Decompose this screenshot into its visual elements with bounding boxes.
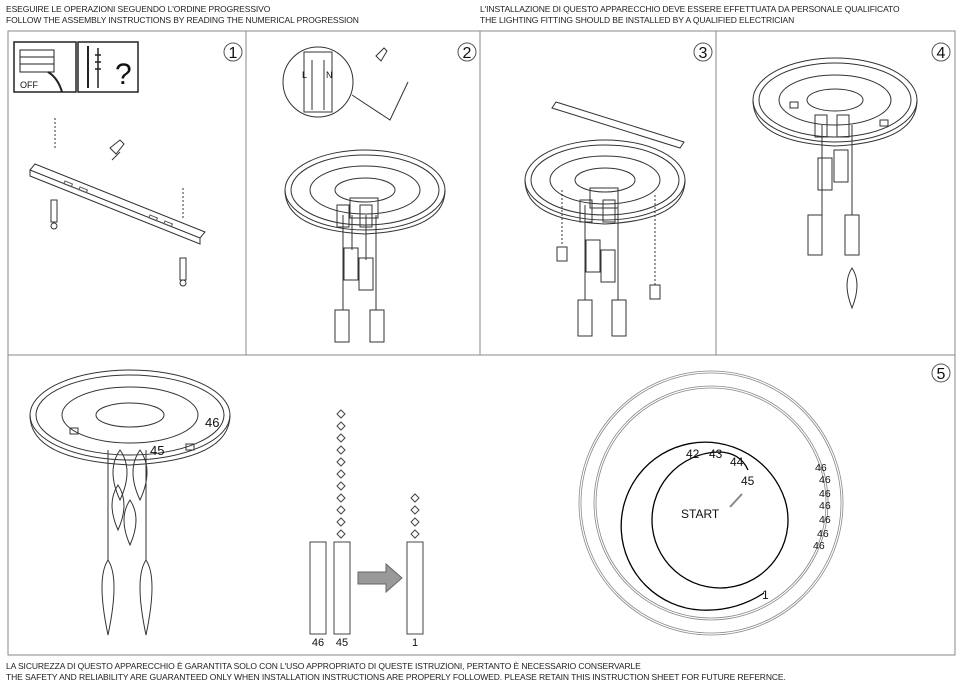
header-left-it: ESEGUIRE LE OPERAZIONI SEGUENDO L'ORDINE… [6,4,271,14]
crystal-bulbs [101,449,153,636]
step-2-number: 2 [463,45,472,62]
footer-en: THE SAFETY AND RELIABILITY ARE GUARANTEE… [6,672,786,682]
outer-frame [7,30,956,656]
strand-label-45: 45 [336,637,348,649]
bulb-icon [846,267,858,310]
spiral-label-42: 42 [686,447,700,461]
panel-frames [7,30,956,656]
power-off-icon: OFF [13,41,77,93]
step-5-number: 5 [937,366,946,383]
edge-label-46: 46 [819,488,831,500]
edge-label-46: 46 [815,462,827,474]
header-right-en: THE LIGHTING FITTING SHOULD BE INSTALLED… [480,15,795,25]
header-left-en: FOLLOW THE ASSEMBLY INSTRUCTIONS BY READ… [6,15,359,25]
step-1-illustration: OFF ? [13,41,206,287]
neutral-label: N [326,70,333,80]
header-right-it: L'INSTALLAZIONE DI QUESTO APPARECCHIO DE… [480,4,900,14]
edge-label-46: 46 [819,474,831,486]
spiral-label-1: 1 [762,588,769,602]
step-3-badge: 3 [693,42,713,62]
edge-label-46: 46 [813,540,825,552]
terminal-block-callout: L N [282,46,409,121]
strand-label-46: 46 [312,637,324,649]
step-2-badge: 2 [457,42,477,62]
spiral-label-44: 44 [730,455,744,469]
canopy-rings [578,370,844,636]
pendant-cables [334,204,385,343]
edge-label-46: 46 [819,500,831,512]
edge-label-46: 46 [817,528,829,540]
header-left: ESEGUIRE LE OPERAZIONI SEGUENDO L'ORDINE… [6,4,359,26]
step-1-number: 1 [229,45,238,62]
crystal-strands: 46 45 1 [309,409,424,649]
step-4-illustration [752,57,918,310]
step-4-badge: 4 [931,42,951,62]
start-label: START [681,507,720,521]
spiral-labels: START 42 43 44 45 46 46 46 46 46 46 46 1 [681,447,831,602]
header-right: L'INSTALLAZIONE DI QUESTO APPARECCHIO DE… [480,4,900,26]
edge-label-46: 46 [819,514,831,526]
strand-label-1: 1 [412,637,418,649]
start-arrow-icon [729,493,743,508]
spiral-path [620,441,789,611]
step-4-number: 4 [937,45,946,62]
step-2-illustration: L N [282,46,446,343]
question-mark: ? [115,58,132,91]
step-numbers: 1 2 3 4 5 [223,42,951,383]
spiral-label-45: 45 [741,474,755,488]
footer: LA SICUREZZA DI QUESTO APPARECCHIO È GAR… [6,661,786,683]
fixture-label-46: 46 [205,415,219,430]
spiral-diagram: START 42 43 44 45 46 46 46 46 46 46 46 1 [578,370,844,636]
fixture-label-45: 45 [150,443,164,458]
tools-icon: ? [77,41,139,93]
mounting-bracket [29,118,206,287]
live-label: L [302,70,307,80]
arrow-right-icon [357,562,403,594]
step-5-fixture: 46 45 [29,369,231,636]
step-1-badge: 1 [223,42,243,62]
step-3-illustration [524,101,686,337]
footer-it: LA SICUREZZA DI QUESTO APPARECCHIO È GAR… [6,661,641,671]
off-label: OFF [20,80,38,90]
spiral-label-43: 43 [709,447,723,461]
step-3-number: 3 [699,45,708,62]
step-5-badge: 5 [931,363,951,383]
